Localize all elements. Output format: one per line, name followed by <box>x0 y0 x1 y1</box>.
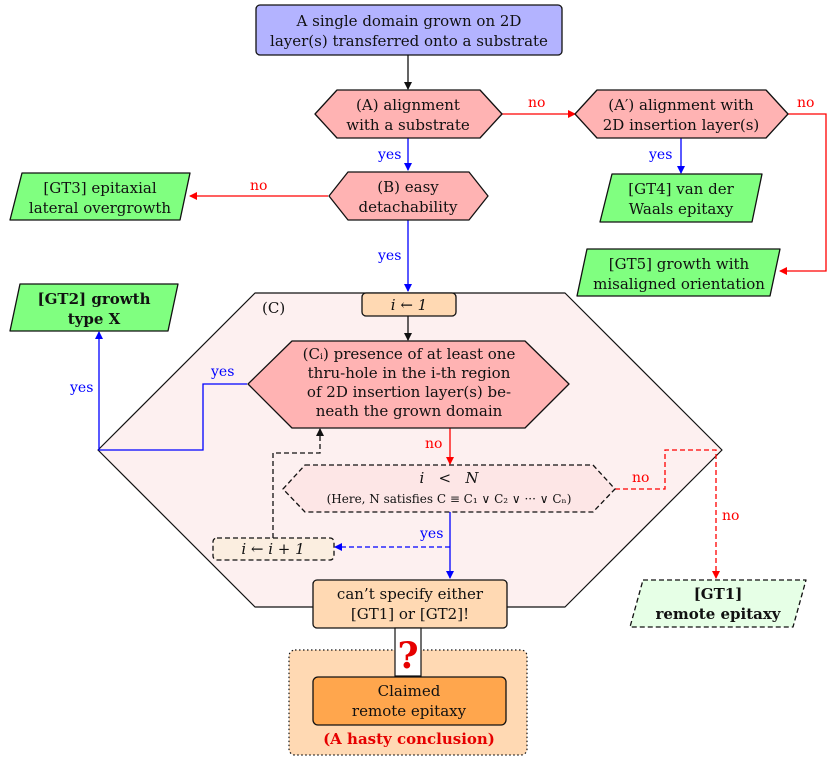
label-no-loop: no <box>632 470 649 486</box>
svg-text:misaligned orientation: misaligned orientation <box>593 275 765 293</box>
start-node: A single domain grown on 2D layer(s) tra… <box>255 4 563 56</box>
svg-text:i ← 1: i ← 1 <box>391 296 427 314</box>
svg-text:(A) alignment: (A) alignment <box>356 96 460 114</box>
svg-text:neath the grown domain: neath the grown domain <box>316 402 503 420</box>
decision-ci: (Cᵢ) presence of at least one thru-hole … <box>247 340 570 429</box>
label-yes-a: yes <box>377 147 401 163</box>
svg-text:(A′) alignment with: (A′) alignment with <box>608 96 754 114</box>
svg-text:Waals epitaxy: Waals epitaxy <box>629 200 734 218</box>
outcome-gt4: [GT4] van der Waals epitaxy <box>599 173 763 223</box>
label-no-aprime: no <box>797 95 814 111</box>
svg-text:(Here, N satisfies C ≡ C₁ ∨ C₂: (Here, N satisfies C ≡ C₁ ∨ C₂ ∨ ··· ∨ C… <box>327 492 572 506</box>
label-yes-loop: yes <box>419 526 443 542</box>
svg-text:remote epitaxy: remote epitaxy <box>655 605 781 623</box>
edge-incr-ci <box>272 428 324 538</box>
region-c <box>97 292 723 608</box>
init-node: i ← 1 <box>361 292 457 317</box>
svg-text:2D insertion layer(s): 2D insertion layer(s) <box>603 116 760 134</box>
decision-loop: i < N (Here, N satisfies C ≡ C₁ ∨ C₂ ∨ ·… <box>282 464 616 513</box>
svg-text:of 2D insertion layer(s) be-: of 2D insertion layer(s) be- <box>307 383 511 401</box>
edge-aprime-gt5-no <box>779 113 827 275</box>
label-no-ci: no <box>425 436 442 452</box>
label-yes-gt2-outer: yes <box>69 380 93 396</box>
decision-b: (B) easy detachability <box>328 171 489 221</box>
edges <box>95 55 827 579</box>
question-mark: ? <box>397 635 418 677</box>
svg-text:(Cᵢ) presence of at least one: (Cᵢ) presence of at least one <box>303 345 516 363</box>
decision-a-prime: (A′) alignment with 2D insertion layer(s… <box>574 89 789 139</box>
label-no-gt1: no <box>722 508 739 524</box>
svg-text:A single domain grown on 2D: A single domain grown on 2D <box>296 12 522 30</box>
outcome-gt3: [GT3] epitaxial lateral overgrowth <box>9 172 191 221</box>
label-no-b: no <box>250 178 267 194</box>
svg-text:can’t specify either: can’t specify either <box>337 585 484 603</box>
svg-text:thru-hole in the i-th region: thru-hole in the i-th region <box>308 364 511 382</box>
question-connector: ? <box>394 627 422 677</box>
svg-text:i ← i + 1: i ← i + 1 <box>241 540 304 558</box>
label-yes-aprime: yes <box>648 147 672 163</box>
svg-text:with a substrate: with a substrate <box>346 116 470 134</box>
outcome-gt1: [GT1] remote epitaxy <box>629 579 807 628</box>
svg-text:Claimed: Claimed <box>378 682 441 700</box>
svg-text:layer(s) transferred onto a su: layer(s) transferred onto a substrate <box>270 32 548 50</box>
svg-text:[GT2] growth: [GT2] growth <box>38 290 151 308</box>
svg-text:detachability: detachability <box>359 198 458 216</box>
svg-text:remote epitaxy: remote epitaxy <box>352 702 467 720</box>
svg-text:[GT3] epitaxial: [GT3] epitaxial <box>43 179 156 197</box>
svg-text:[GT4] van der: [GT4] van der <box>628 180 734 198</box>
decision-a: (A) alignment with a substrate <box>314 89 503 139</box>
svg-text:type X: type X <box>68 310 121 328</box>
svg-text:lateral overgrowth: lateral overgrowth <box>29 199 172 217</box>
edge-ci-gt2-yes <box>95 331 247 451</box>
label-yes-b: yes <box>377 248 401 264</box>
increment-node: i ← i + 1 <box>212 537 335 561</box>
hasty-conclusion: (A hasty conclusion) <box>323 730 495 748</box>
region-c-label: (C) <box>262 299 285 317</box>
outcome-gt5: [GT5] growth with misaligned orientation <box>576 248 781 297</box>
label-yes-gt2-inner: yes <box>210 364 234 380</box>
svg-text:[GT5] growth with: [GT5] growth with <box>609 255 750 273</box>
label-no-a: no <box>528 95 545 111</box>
svg-text:[GT1] or [GT2]!: [GT1] or [GT2]! <box>351 605 469 623</box>
cant-specify-node: can’t specify either [GT1] or [GT2]! <box>312 579 508 629</box>
outcome-gt2: [GT2] growth type X <box>9 283 179 332</box>
svg-text:[GT1]: [GT1] <box>694 585 743 603</box>
svg-text:(B) easy: (B) easy <box>377 178 439 196</box>
edge-loop-gt1-no <box>615 449 720 579</box>
claimed-node: Claimed remote epitaxy <box>312 676 507 726</box>
svg-text:i < N: i < N <box>419 469 479 487</box>
